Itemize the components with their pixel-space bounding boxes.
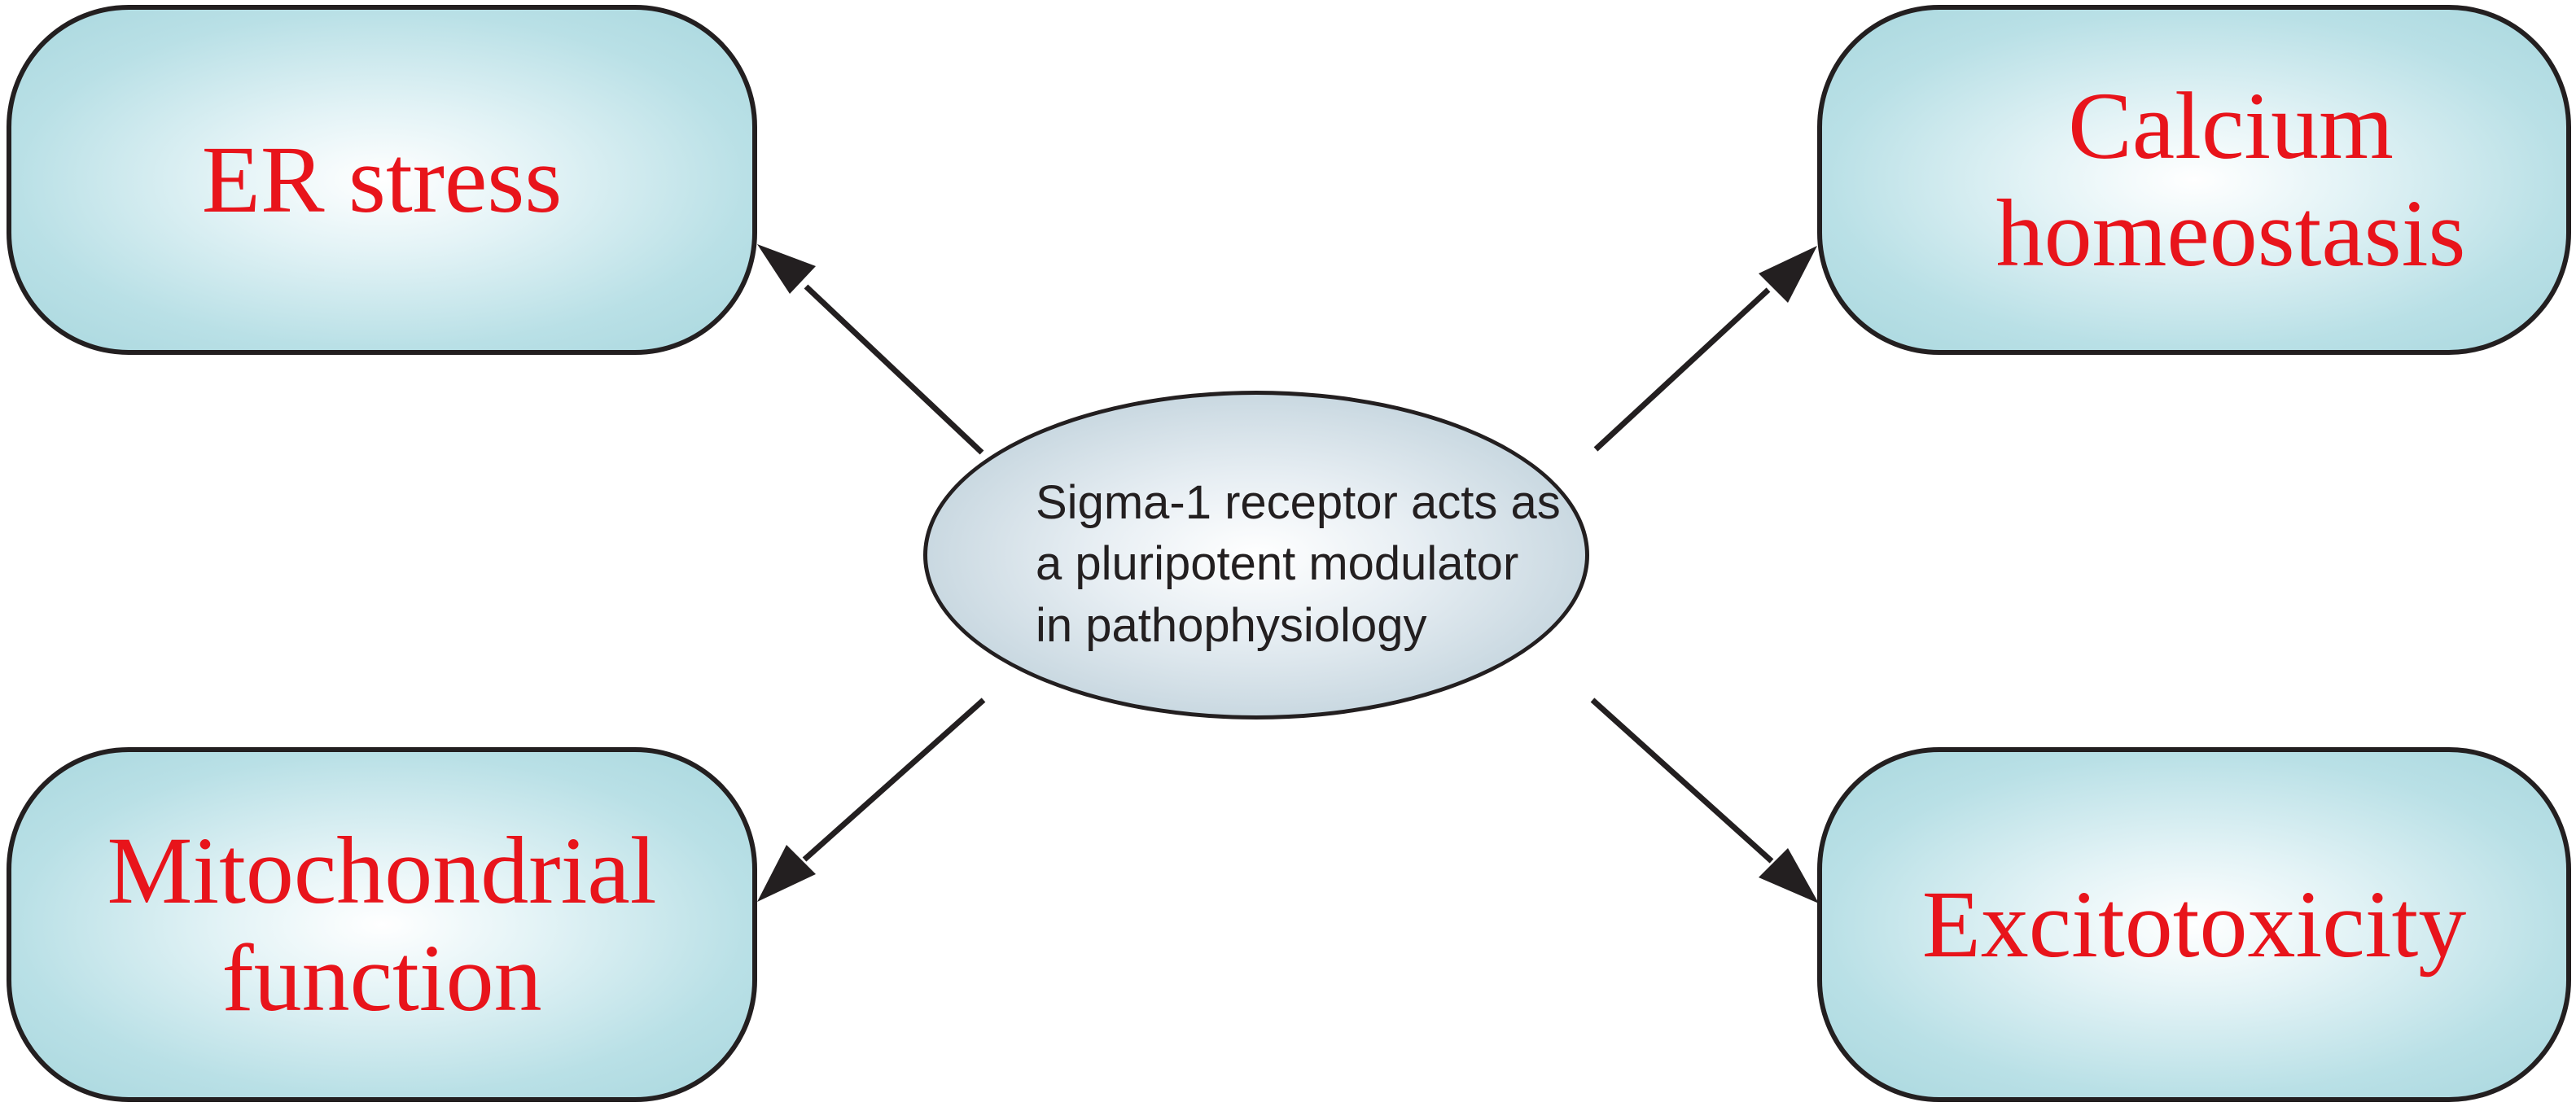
center-node-label: Sigma-1 receptor acts as a pluripotent m… (1036, 476, 1561, 652)
node-excitotoxicity: Excitotoxicity (1817, 747, 2571, 1102)
arrow-to-calcium-homeostasis (1593, 246, 1817, 452)
arrow-to-er-stress (757, 244, 984, 455)
arrow-to-excitotoxicity (1590, 698, 1819, 903)
node-er-stress-label: ER stress (201, 125, 563, 233)
arrow-to-mitochondrial-function (757, 698, 986, 902)
node-calcium-homeostasis: Calcium homeostasis (1817, 5, 2571, 355)
node-mitochondrial-function: Mitochondrial function (7, 747, 757, 1102)
node-mitochondrial-function-label: Mitochondrial function (107, 816, 657, 1031)
node-excitotoxicity-label: Excitotoxicity (1921, 870, 2467, 978)
node-calcium-homeostasis-label: Calcium homeostasis (1996, 72, 2466, 286)
node-er-stress: ER stress (7, 5, 757, 355)
center-node-sigma-1-receptor (923, 391, 1589, 720)
